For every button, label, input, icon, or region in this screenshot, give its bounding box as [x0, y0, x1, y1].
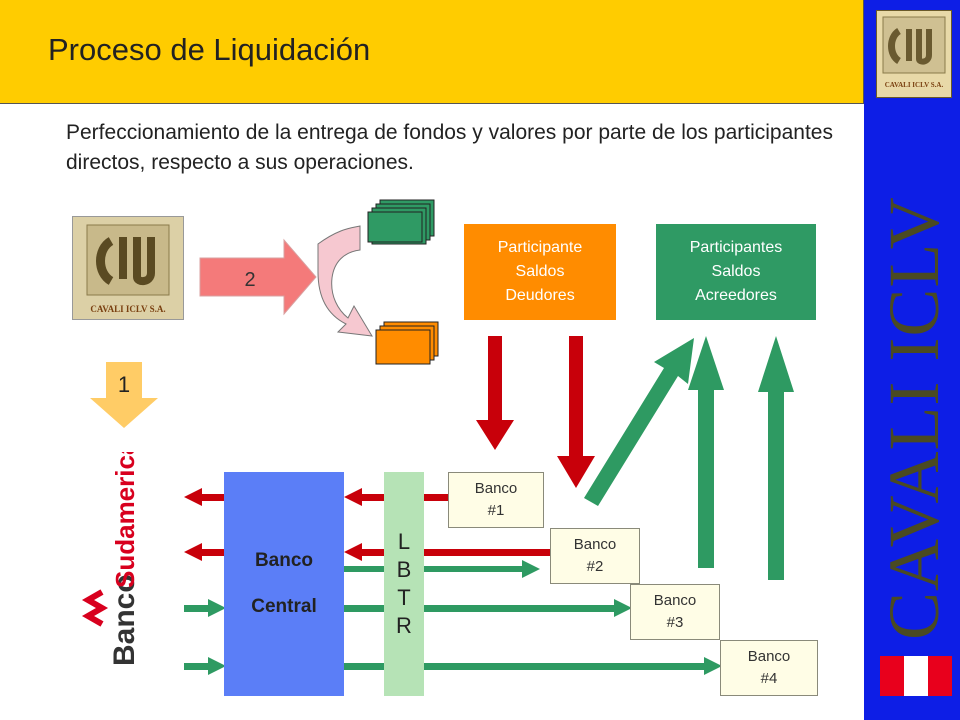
- sidebar-brand-text: CAVALI ICLV: [874, 196, 954, 640]
- page-title: Proceso de Liquidación: [48, 32, 371, 67]
- lbtr-letter: T: [397, 585, 411, 610]
- banco-4-label: Banco #4: [747, 648, 791, 687]
- lbtr-letter: L: [397, 529, 411, 554]
- bank-logo-text-1: Banco: [108, 574, 141, 666]
- securities-documents-icon: [367, 199, 435, 245]
- green-up-arrow-diagonal: [584, 338, 694, 506]
- cavali-logo-mark-icon: [86, 224, 170, 296]
- header-bar: [0, 0, 864, 104]
- cavali-logo-icon: CAVALI ICLV S.A.: [882, 16, 946, 89]
- funds-documents-icon: [375, 321, 439, 365]
- sidebar-logo-text: CAVALI ICLV S.A.: [885, 81, 944, 89]
- red-down-arrows: [476, 336, 595, 488]
- banco-central-box: Banco Central: [224, 472, 344, 696]
- sidebar-logo: CAVALI ICLV S.A.: [876, 10, 952, 98]
- cavali-logo: [72, 216, 184, 320]
- banco-3-label: Banco #3: [653, 592, 697, 631]
- green-up-arrows: [584, 336, 794, 580]
- step-2-label: 2: [244, 269, 255, 291]
- banco-3-box: Banco #3: [630, 584, 720, 640]
- green-right-arrows: [184, 560, 722, 675]
- banco-2-box: Banco #2: [550, 528, 640, 584]
- step-1-arrow: [90, 362, 158, 428]
- red-down-arrow-2: [557, 336, 595, 488]
- step-2-arrow: [199, 238, 317, 316]
- description-text: Perfeccionamiento de la entrega de fondo…: [66, 121, 833, 174]
- lbtr-letter: B: [396, 557, 412, 582]
- sidebar: [864, 0, 960, 720]
- lbtr-letter: R: [396, 613, 412, 638]
- step-1-label: 1: [118, 372, 130, 397]
- lbtr-box: L B T R: [384, 472, 424, 696]
- split-arrow-icon: [317, 225, 373, 337]
- banco-1-box: Banco #1: [448, 472, 544, 528]
- banco-central-line2: Central: [251, 596, 317, 617]
- green-up-arrow-2: [688, 336, 724, 568]
- banco-central-line1: Banco: [254, 550, 314, 571]
- participante-saldos-deudores-box: Participante Saldos Deudores: [464, 224, 616, 320]
- peru-flag: [880, 656, 952, 696]
- acreedores-label: Participantes Saldos Acreedores: [689, 239, 783, 304]
- banco-1-label: Banco #1: [474, 480, 518, 519]
- banco-2-label: Banco #2: [573, 536, 617, 575]
- cavali-logo-caption: CAVALI ICLV S.A.: [90, 304, 166, 314]
- banco-4-box: Banco #4: [720, 640, 818, 696]
- participantes-saldos-acreedores-box: Participantes Saldos Acreedores: [656, 224, 816, 320]
- deudores-label: Participante Saldos Deudores: [497, 239, 583, 304]
- red-down-arrow-1: [476, 336, 514, 450]
- green-up-arrow-3: [758, 336, 794, 580]
- settlement-diagram: 2 1: [90, 199, 794, 675]
